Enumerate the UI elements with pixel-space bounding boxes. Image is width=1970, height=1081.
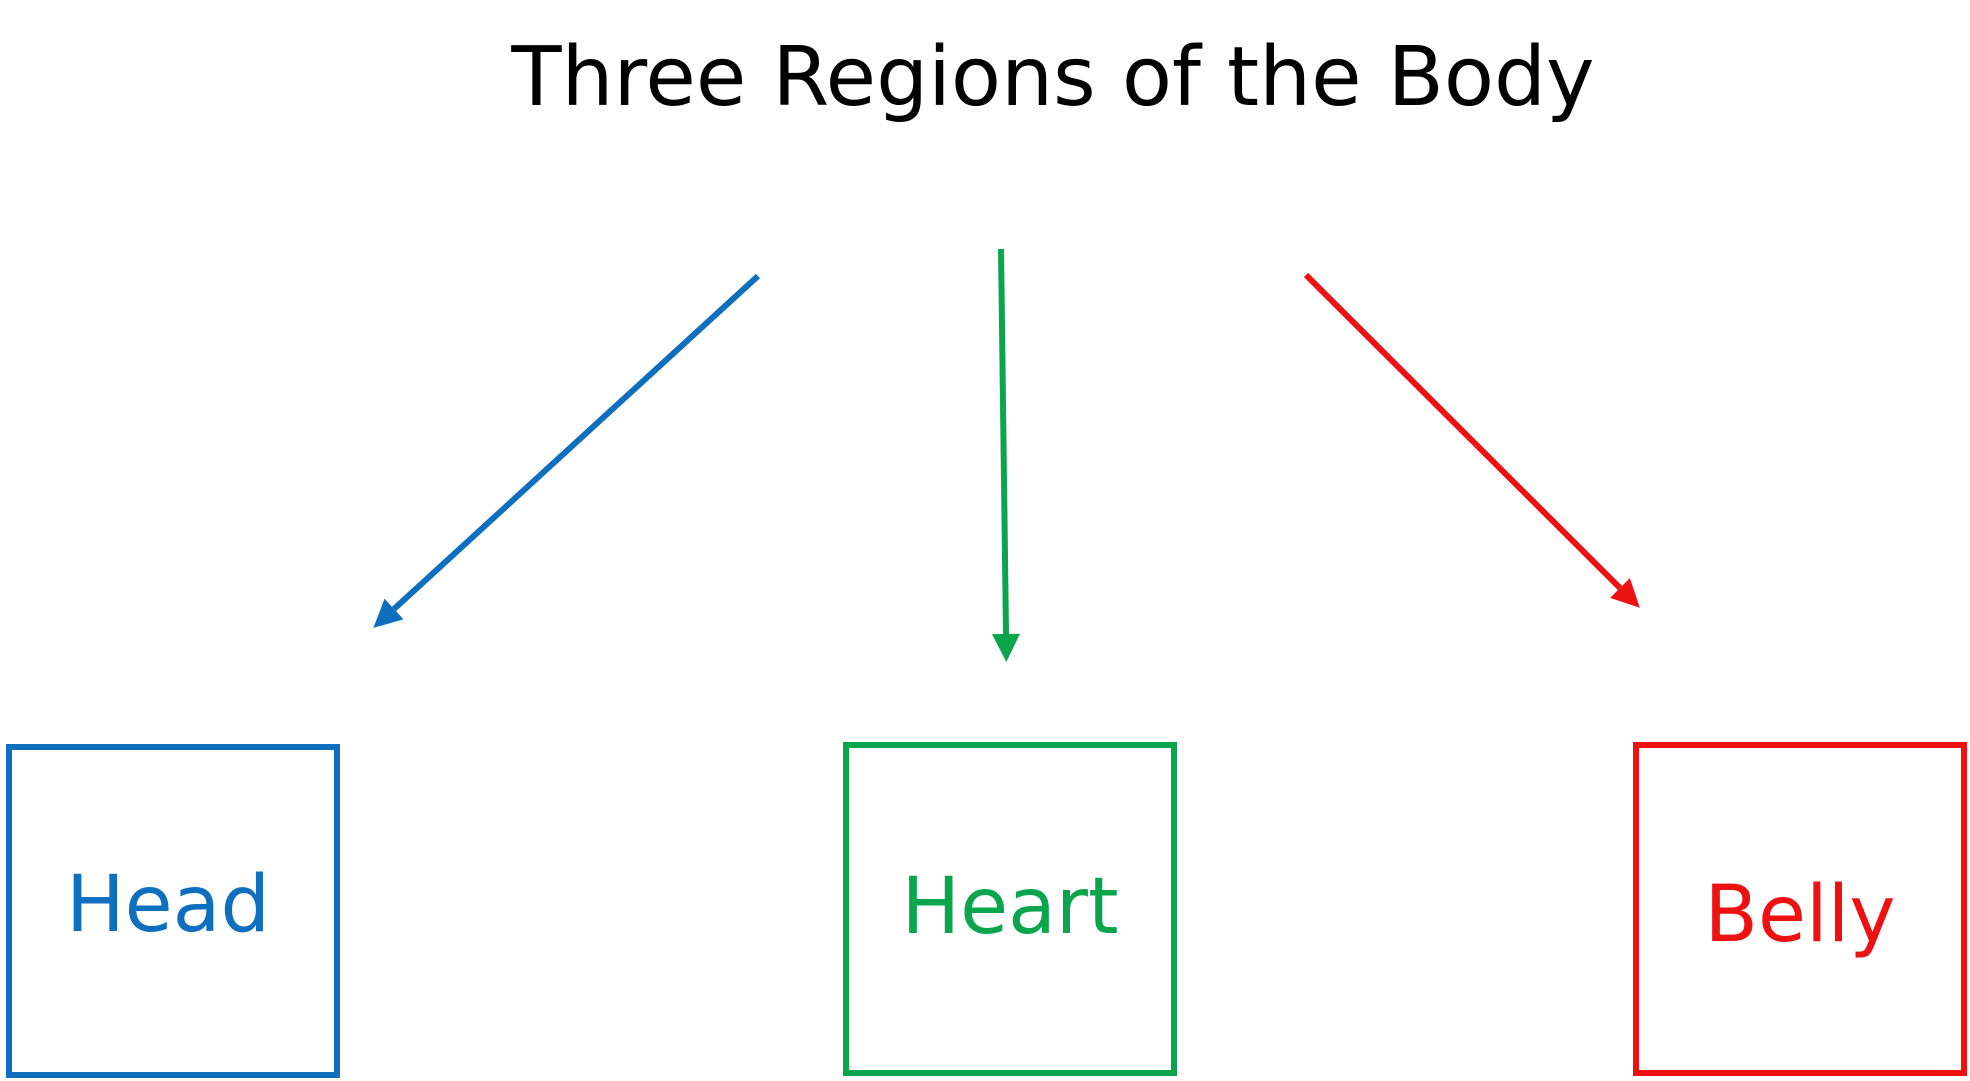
arrow-to-belly bbox=[1303, 272, 1640, 608]
arrow-to-heart bbox=[992, 248, 1020, 662]
arrow-heart-shaft bbox=[998, 248, 1009, 635]
arrow-belly-shaft bbox=[1303, 272, 1623, 591]
head-box bbox=[6, 744, 340, 1078]
arrow-heart-tip bbox=[992, 633, 1020, 662]
arrow-to-head bbox=[373, 273, 761, 628]
heart-label: Heart bbox=[901, 862, 1119, 952]
belly-label: Belly bbox=[1704, 870, 1896, 960]
belly-box bbox=[1633, 742, 1967, 1076]
arrow-head-tip bbox=[373, 598, 404, 628]
heart-box bbox=[843, 742, 1177, 1076]
arrow-belly-tip bbox=[1610, 578, 1640, 608]
arrow-head-shaft bbox=[391, 273, 761, 612]
head-label: Head bbox=[66, 860, 270, 950]
diagram-title: Three Regions of the Body bbox=[511, 30, 1595, 125]
